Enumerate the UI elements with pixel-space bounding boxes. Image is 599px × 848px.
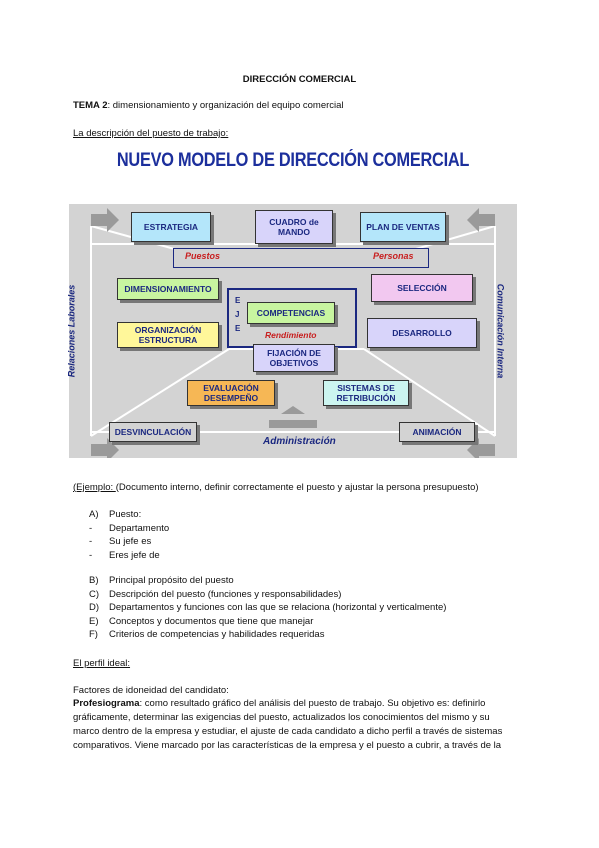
box-fijacion-de-objetivos: FIJACIÓN DE OBJETIVOS	[253, 344, 335, 372]
label-comunicacion-interna: Comunicación Interna	[495, 283, 506, 379]
example-line: (Ejemplo: (Documento interno, definir co…	[73, 481, 479, 495]
list-text: Su jefe es	[109, 536, 152, 548]
paragraph-line-4: comparativos. Viene marcado por las cara…	[73, 740, 502, 751]
list-text: Eres jefe de	[109, 549, 160, 561]
profesiograma-paragraph: Profesiograma: como resultado gráfico de…	[73, 697, 533, 753]
eje-letter-3: E	[235, 324, 241, 333]
puestos-personas-band	[173, 248, 429, 268]
list-marker: B)	[89, 575, 99, 586]
box-organizacion-estructura: ORGANIZACIÓN ESTRUCTURA	[117, 322, 219, 348]
paragraph-line-2: gráficamente, determinar las exigencias …	[73, 712, 490, 723]
label-relaciones-laborales: Relaciones Laborales	[66, 284, 77, 378]
topic-line: TEMA 2: dimensionamiento y organización …	[73, 99, 344, 113]
topic-label: TEMA 2	[73, 100, 108, 111]
box-cuadro-de-mando: CUADRO de MANDO	[255, 210, 333, 244]
list-text: Principal propósito del puesto	[109, 575, 234, 586]
section-heading-ideal-profile: El perfil ideal:	[73, 658, 131, 669]
eje-letter-2: J	[235, 310, 240, 319]
topic-text: : dimensionamiento y organización del eq…	[107, 100, 344, 111]
list-text: Puesto:	[109, 509, 142, 520]
list-text: Criterios de competencias y habilidades …	[109, 629, 325, 641]
example-label: (Ejemplo:	[73, 482, 116, 493]
example-text: (Documento interno, definir correctament…	[115, 482, 479, 493]
box-estrategia: ESTRATEGIA	[131, 212, 211, 242]
label-personas: Personas	[373, 251, 414, 261]
box-desvinculacion: DESVINCULACIÓN	[109, 422, 197, 442]
diagram-title: NUEVO MODELO DE DIRECCIÓN COMERCIAL	[116, 150, 470, 171]
box-animacion: ANIMACIÓN	[399, 422, 475, 442]
box-seleccion: SELECCIÓN	[371, 274, 473, 302]
profesiograma-term: Profesiograma	[73, 698, 140, 709]
section-heading-job-description: La descripción del puesto de trabajo:	[73, 128, 229, 139]
label-rendimiento: Rendimiento	[265, 330, 317, 340]
diagram-panel: ESTRATEGIA CUADRO de MANDO PLAN DE VENTA…	[66, 204, 517, 458]
list-marker: -	[89, 549, 93, 561]
document-title: DIRECCIÓN COMERCIAL	[242, 74, 357, 85]
list-marker: C)	[89, 588, 100, 600]
list-text: Descripción del puesto (funciones y resp…	[109, 588, 342, 600]
commercial-model-diagram: NUEVO MODELO DE DIRECCIÓN COMERCIAL	[66, 150, 517, 460]
list-marker: F)	[89, 629, 98, 641]
box-sistemas-de-retribucion: SISTEMAS DE RETRIBUCIÓN	[323, 380, 409, 406]
list-marker: -	[89, 536, 93, 548]
box-dimensionamiento: DIMENSIONAMIENTO	[117, 278, 219, 300]
list-text: Departamentos y funciones con las que se…	[109, 602, 447, 614]
label-administracion: Administración	[263, 436, 336, 447]
list-text: Conceptos y documentos que tiene que man…	[109, 615, 314, 627]
list-marker: D)	[89, 602, 100, 614]
list-marker: -	[89, 522, 93, 534]
factors-line: Factores de idoneidad del candidato:	[73, 685, 229, 696]
box-evaluacion-desempeno: EVALUACIÓN DESEMPEÑO	[187, 380, 275, 406]
label-puestos: Puestos	[185, 251, 221, 261]
box-plan-de-ventas: PLAN DE VENTAS	[360, 212, 446, 242]
box-competencias: COMPETENCIAS	[247, 302, 335, 324]
list-marker: E)	[89, 615, 99, 627]
list-marker: A)	[89, 509, 99, 520]
eje-letter-1: E	[235, 296, 241, 305]
paragraph-line-1: Profesiograma: como resultado gráfico de…	[73, 697, 533, 711]
list-text: Departamento	[109, 522, 170, 534]
box-desarrollo: DESARROLLO	[367, 318, 477, 348]
paragraph-line-3: marco dentro de la empresa y estudiar, e…	[73, 726, 503, 737]
paragraph-line-1-text: : como resultado gráfico del análisis de…	[139, 698, 486, 709]
